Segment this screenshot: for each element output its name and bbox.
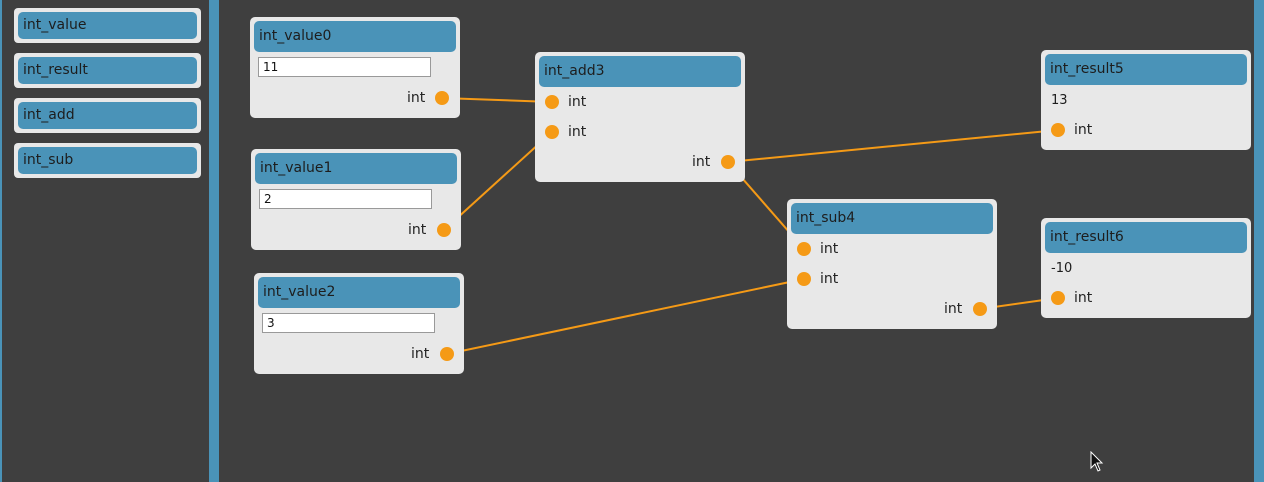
input-port-1[interactable] (797, 242, 811, 256)
output-port[interactable] (440, 347, 454, 361)
input-port-2[interactable] (797, 272, 811, 286)
input-port-label: int (1074, 290, 1093, 306)
node-title[interactable]: int_sub4 (791, 203, 993, 234)
node-title[interactable]: int_result5 (1045, 54, 1247, 85)
output-port-label: int (411, 346, 430, 362)
node-title[interactable]: int_add3 (539, 56, 741, 87)
mouse-cursor-icon (1090, 451, 1104, 472)
input-port[interactable] (1051, 123, 1065, 137)
input-port-2-label: int (568, 124, 587, 140)
result-value: -10 (1051, 261, 1073, 276)
node-int-value1[interactable]: int_value1 int (251, 149, 461, 250)
output-port-label: int (407, 90, 426, 106)
node-palette: int_value int_result int_add int_sub (0, 0, 210, 482)
node-int-sub4[interactable]: int_sub4 int int int (787, 199, 997, 329)
value-input[interactable] (258, 57, 431, 77)
input-port-2[interactable] (545, 125, 559, 139)
output-port-label: int (692, 154, 711, 170)
palette-item-int-value[interactable]: int_value (14, 8, 201, 43)
output-port[interactable] (437, 223, 451, 237)
node-int-value0[interactable]: int_value0 int (250, 17, 460, 118)
result-value: 13 (1051, 93, 1068, 108)
input-port-2-label: int (820, 271, 839, 287)
output-port-label: int (408, 222, 427, 238)
output-port[interactable] (721, 155, 735, 169)
node-title[interactable]: int_value1 (255, 153, 457, 184)
input-port-label: int (1074, 122, 1093, 138)
node-int-result6[interactable]: int_result6 -10 int (1041, 218, 1251, 318)
node-title[interactable]: int_value0 (254, 21, 456, 52)
input-port-1-label: int (568, 94, 587, 110)
palette-item-label: int_add (18, 102, 197, 129)
input-port-1-label: int (820, 241, 839, 257)
node-int-value2[interactable]: int_value2 int (254, 273, 464, 374)
node-int-add3[interactable]: int_add3 int int int (535, 52, 745, 182)
palette-item-int-result[interactable]: int_result (14, 53, 201, 88)
input-port-1[interactable] (545, 95, 559, 109)
output-port[interactable] (973, 302, 987, 316)
value-input[interactable] (259, 189, 432, 209)
output-port-label: int (944, 301, 963, 317)
palette-item-int-sub[interactable]: int_sub (14, 143, 201, 178)
palette-item-label: int_sub (18, 147, 197, 174)
node-title[interactable]: int_value2 (258, 277, 460, 308)
input-port[interactable] (1051, 291, 1065, 305)
node-int-result5[interactable]: int_result5 13 int (1041, 50, 1251, 150)
output-port[interactable] (435, 91, 449, 105)
palette-item-int-add[interactable]: int_add (14, 98, 201, 133)
value-input[interactable] (262, 313, 435, 333)
palette-item-label: int_value (18, 12, 197, 39)
palette-item-label: int_result (18, 57, 197, 84)
node-title[interactable]: int_result6 (1045, 222, 1247, 253)
